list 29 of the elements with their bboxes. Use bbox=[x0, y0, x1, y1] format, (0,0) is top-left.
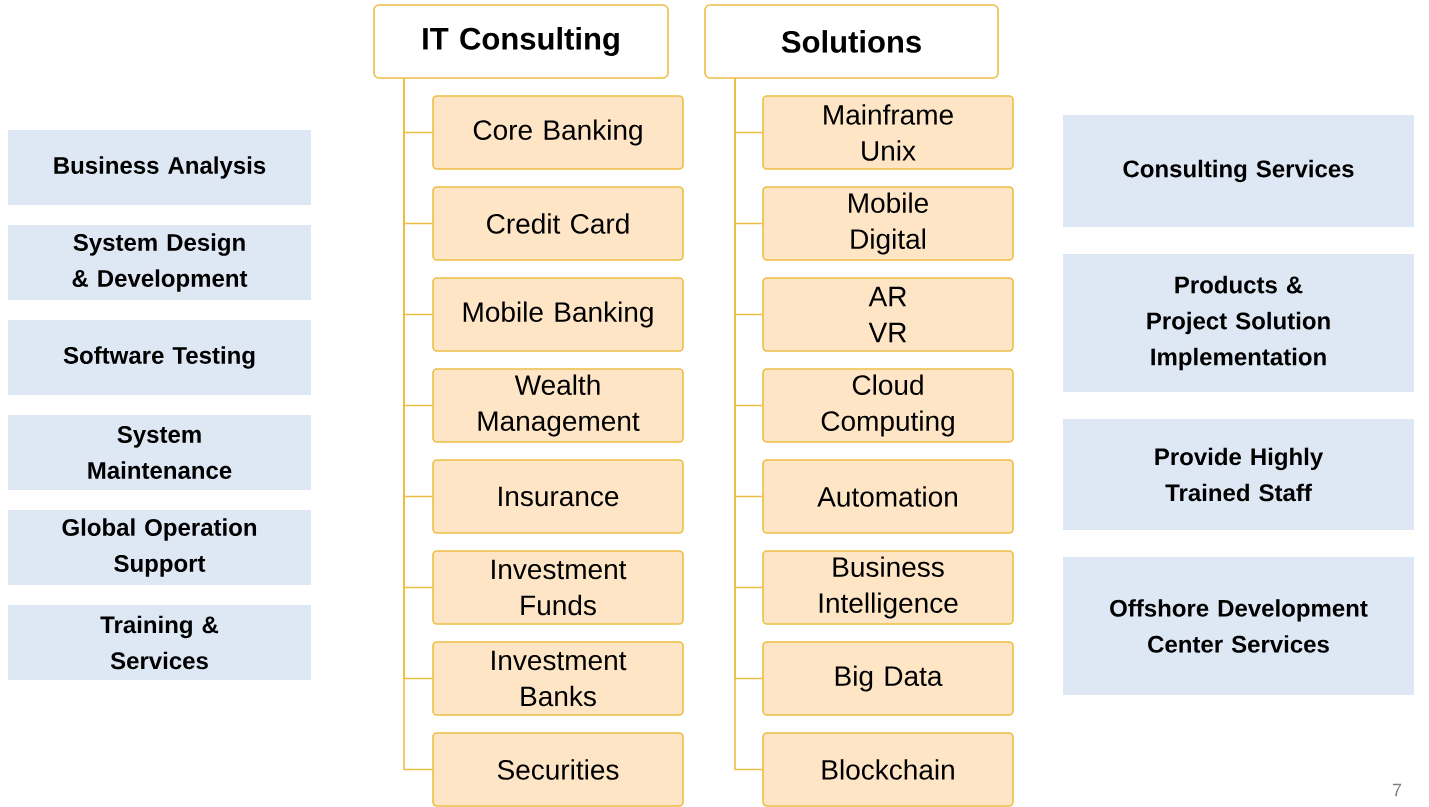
service-box: Global Operation Support bbox=[8, 510, 311, 585]
category-box: AR VR bbox=[762, 277, 1014, 352]
service-box: Products & Project Solution Implementation bbox=[1063, 254, 1414, 392]
service-box: System Maintenance bbox=[8, 415, 311, 490]
category-box: Mobile Digital bbox=[762, 186, 1014, 261]
category-box: Core Banking bbox=[432, 95, 684, 170]
service-box: Training & Services bbox=[8, 605, 311, 680]
header-box: Solutions bbox=[704, 4, 999, 79]
service-box: Software Testing bbox=[8, 320, 311, 395]
category-box: Investment Funds bbox=[432, 550, 684, 625]
category-box: Insurance bbox=[432, 459, 684, 534]
service-box: Provide Highly Trained Staff bbox=[1063, 419, 1414, 530]
category-box: Securities bbox=[432, 732, 684, 807]
category-box: Mobile Banking bbox=[432, 277, 684, 352]
service-box: Business Analysis bbox=[8, 130, 311, 205]
category-box: Investment Banks bbox=[432, 641, 684, 716]
service-box: Consulting Services bbox=[1063, 115, 1414, 227]
category-box: Mainframe Unix bbox=[762, 95, 1014, 170]
category-box: Big Data bbox=[762, 641, 1014, 716]
category-box: Business Intelligence bbox=[762, 550, 1014, 625]
header-box: IT Consulting bbox=[373, 4, 669, 79]
category-box: Blockchain bbox=[762, 732, 1014, 807]
category-box: Automation bbox=[762, 459, 1014, 534]
service-box: Offshore Development Center Services bbox=[1063, 557, 1414, 695]
category-box: Credit Card bbox=[432, 186, 684, 261]
page-number: 7 bbox=[1392, 783, 1402, 797]
service-box: System Design & Development bbox=[8, 225, 311, 300]
category-box: Cloud Computing bbox=[762, 368, 1014, 443]
category-box: Wealth Management bbox=[432, 368, 684, 443]
